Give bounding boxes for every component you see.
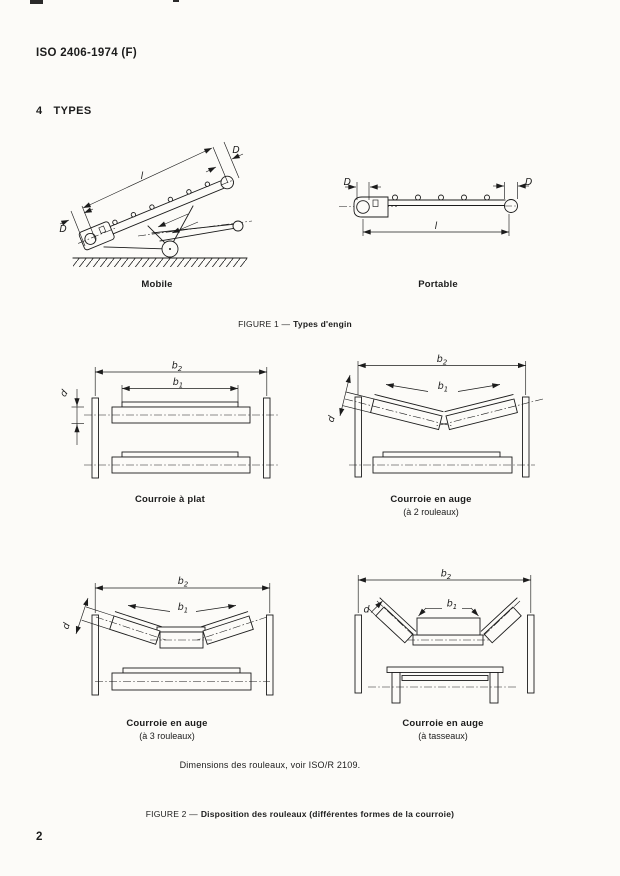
- trough2-b1-dim-label: b1: [438, 381, 449, 394]
- left-side-plate: [354, 614, 362, 694]
- trough3-b2-dim-label: b2: [178, 576, 189, 589]
- mobile-tail-diameter-dim-label: D: [59, 224, 66, 235]
- ground: [72, 257, 248, 267]
- right-side-plate: [266, 614, 274, 696]
- mobile-support-frame: [103, 205, 253, 258]
- figure1-caption: FIGURE 1 —Types d'engin: [155, 319, 435, 329]
- flat-b2-dim-label: b2: [172, 361, 183, 374]
- mobile-length-dim-label: l: [141, 171, 144, 182]
- scan-artifact: [173, 0, 179, 2]
- belt-return: [121, 451, 239, 458]
- trough-3-rollers-caption: Courroie en auge (à 3 rouleaux): [126, 718, 208, 741]
- figure2-caption-label: FIGURE 2 —: [145, 809, 198, 819]
- left-side-plate: [354, 396, 362, 478]
- trough2-d-dim-label: d: [325, 414, 338, 424]
- figure1-mobile-diagram: l D D: [59, 141, 253, 267]
- figure2-caption-title: Disposition des rouleaux (différentes fo…: [200, 809, 455, 819]
- cleats-d-dim-label: d: [363, 605, 370, 616]
- belt-return: [382, 451, 501, 458]
- page-number: 2: [36, 831, 43, 843]
- scan-artifact: [30, 0, 43, 4]
- cleats-b1-dim-label: b1: [447, 599, 458, 612]
- roller-dimensions-note: Dimensions des rouleaux, voir ISO/R 2109…: [179, 760, 361, 770]
- left-side-plate: [91, 397, 99, 479]
- left-trough-roller: [109, 615, 161, 645]
- flat-d-dim-label: d: [58, 387, 71, 399]
- belt-top: [156, 626, 206, 633]
- belt-direction-arrows: [157, 213, 199, 234]
- figure2-trough-3-rollers-diagram: b2 b1 d: [60, 576, 274, 696]
- section-number: 4: [36, 105, 43, 117]
- right-trough-roller: [202, 615, 254, 645]
- right-side-plate: [527, 614, 535, 694]
- flat-b1-dim-label: b1: [173, 377, 184, 390]
- portable-label: Portable: [418, 279, 458, 290]
- return-roller: [372, 456, 513, 474]
- trough-cleats-caption: Courroie en auge (à tasseaux): [402, 718, 484, 741]
- right-cleat-roller: [483, 606, 522, 644]
- trough-2-rollers-caption: Courroie en auge (à 2 rouleaux): [390, 494, 472, 517]
- figure2-trough-2-rollers-diagram: b2 b1 d: [325, 354, 544, 478]
- right-side-plate: [522, 396, 530, 478]
- ground-hatching: [73, 258, 247, 267]
- left-cleat-roller: [375, 606, 414, 644]
- figure2-trough-cleats-diagram: b2 b1 d: [354, 569, 535, 704]
- left-side-plate: [91, 614, 99, 696]
- trough3-b1-dim-label: b1: [178, 602, 189, 615]
- mobile-label: Mobile: [141, 279, 173, 290]
- figure1-caption-title: Types d'engin: [293, 319, 352, 329]
- flat-dimensions: [71, 367, 268, 445]
- trough2-b2-dim-label: b2: [437, 354, 448, 367]
- cleats-b2-dim-label: b2: [441, 569, 452, 582]
- mobile-dimensions: [59, 141, 244, 247]
- mobile-head-diameter-dim-label: D: [232, 145, 239, 156]
- right-side-plate: [263, 397, 271, 479]
- return-bench: [368, 666, 518, 704]
- cleats-dimensions: [357, 575, 532, 617]
- trough2-dimensions: [339, 361, 527, 417]
- document-header: ISO 2406-1974 (F): [36, 47, 137, 59]
- portable-dimensions: [345, 182, 529, 236]
- portable-length-dim-label: l: [435, 221, 438, 232]
- portable-right-diameter-dim-label: D: [525, 177, 532, 188]
- section-title: TYPES: [53, 105, 92, 117]
- portable-conveyor-body: [353, 194, 518, 218]
- trough3-d-dim-label: d: [60, 621, 73, 631]
- figure2-caption: FIGURE 2 —Disposition des rouleaux (diff…: [110, 809, 490, 819]
- trough3-dimensions: [75, 583, 271, 635]
- portable-left-diameter-dim-label: D: [344, 177, 351, 188]
- belt-top: [416, 617, 481, 636]
- flat-belt-caption: Courroie à plat: [134, 494, 206, 505]
- section-heading: 4 TYPES: [36, 105, 92, 117]
- mobile-conveyor-body: [78, 175, 234, 251]
- belt-top: [121, 401, 239, 408]
- figure1-caption-label: FIGURE 1 —: [238, 319, 291, 329]
- figure2-flat-belt-diagram: b2 b1 d: [58, 361, 278, 479]
- figure1-portable-diagram: D D l: [339, 177, 532, 236]
- belt-return: [122, 667, 241, 674]
